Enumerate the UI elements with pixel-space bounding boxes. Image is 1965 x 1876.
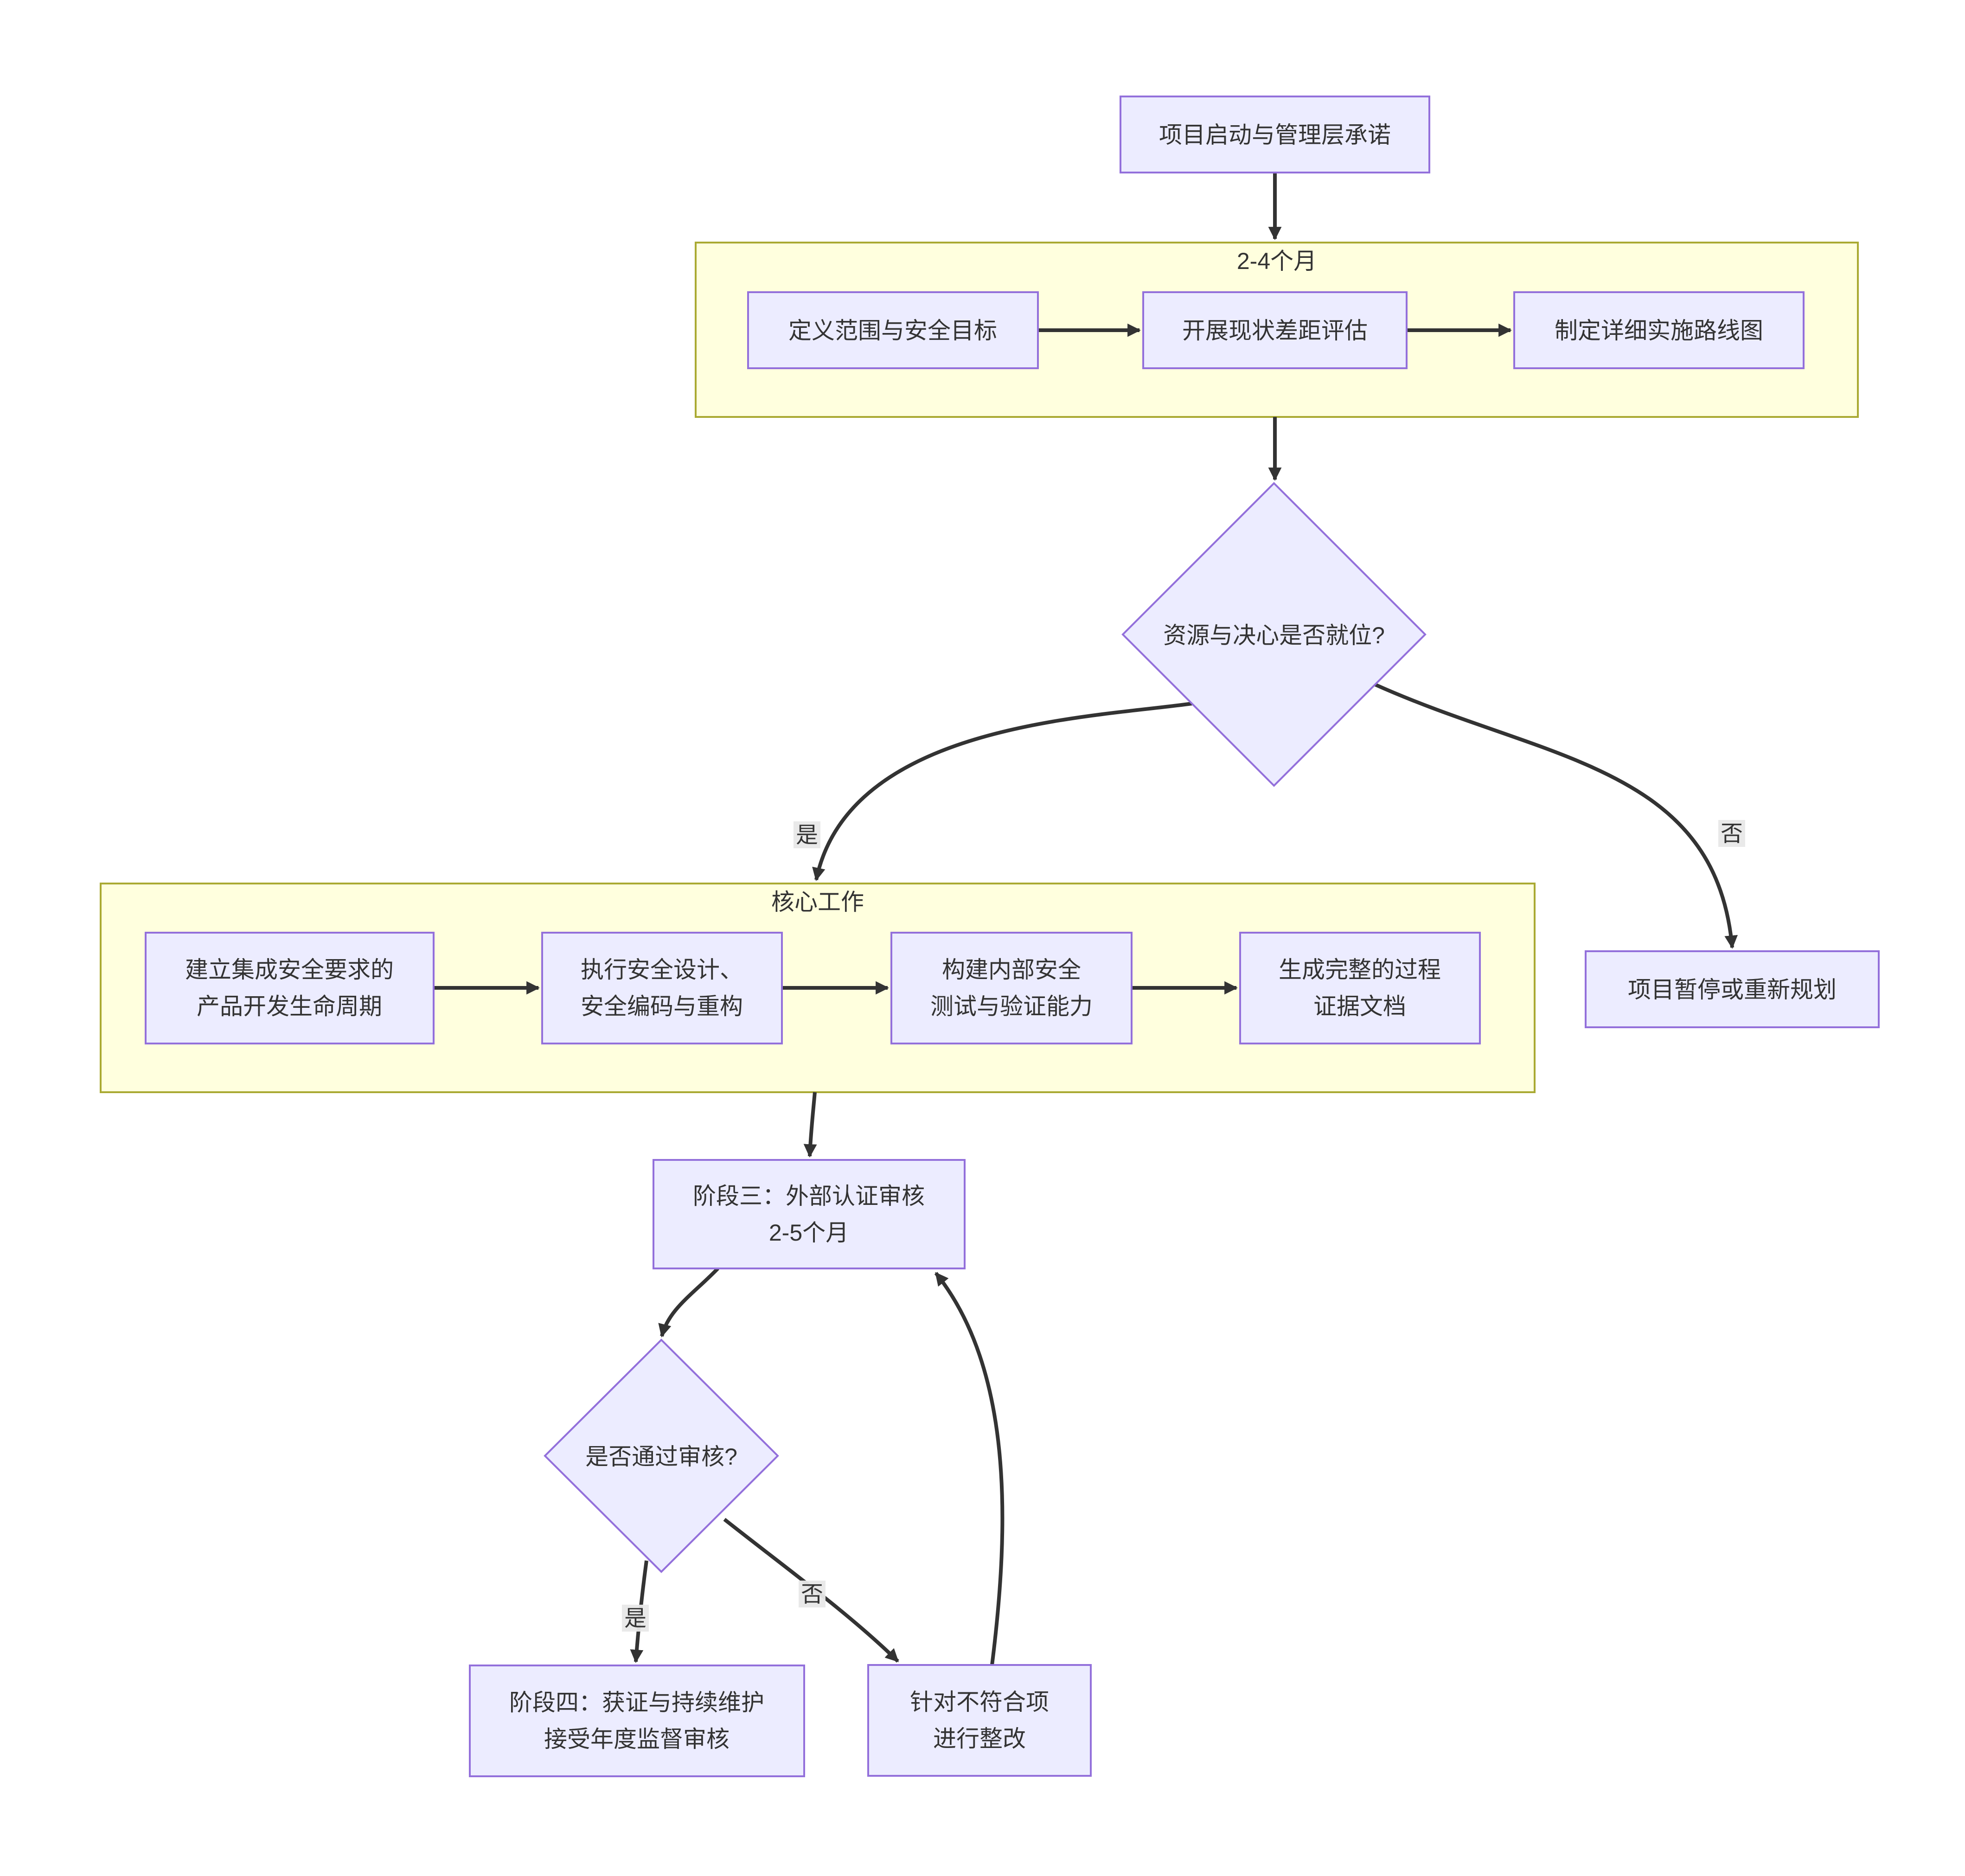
node-project-pause-box — [1585, 950, 1880, 1028]
edge-label-no-1: 否 — [1718, 820, 1745, 847]
edge-label-no-2: 否 — [799, 1581, 826, 1607]
edge-core-to-stage3 — [803, 1092, 817, 1158]
node-gap-assessment-label: 开展现状差距评估 — [1182, 318, 1368, 344]
node-project-pause: 项目暂停或重新规划 — [1585, 950, 1880, 1028]
node-stage3-label-line1: 阶段三：外部认证审核 — [693, 1183, 925, 1209]
node-stage4: 阶段四：获证与持续维护 接受年度监督审核 — [469, 1665, 805, 1777]
node-stage3-box — [653, 1159, 966, 1269]
node-internal-test: 构建内部安全 测试与验证能力 — [890, 932, 1133, 1044]
edge-resources-yes-to-core — [812, 702, 1192, 881]
edge-remediate-to-stage3 — [934, 1272, 1005, 1665]
container-phase1-label: 2-4个月 — [1237, 248, 1317, 274]
edge-label-yes-2: 是 — [622, 1605, 649, 1632]
node-stage4-label-line2: 接受年度监督审核 — [544, 1726, 730, 1752]
node-define-scope-box — [747, 291, 1039, 369]
node-remediate-box — [867, 1664, 1092, 1777]
node-audit-decision-diamond — [544, 1338, 779, 1573]
node-internal-test-box — [890, 932, 1133, 1044]
edge-label-no-1-text: 否 — [1721, 822, 1743, 846]
edge-label-no-2-text: 否 — [801, 1582, 823, 1607]
node-roadmap-label: 制定详细实施路线图 — [1555, 318, 1763, 344]
node-project-start-box — [1120, 96, 1430, 173]
node-stage4-label-line1: 阶段四：获证与持续维护 — [509, 1690, 764, 1716]
node-evidence-docs-label-line1: 生成完整的过程 — [1279, 957, 1441, 983]
node-secure-design-label-line2: 安全编码与重构 — [581, 993, 743, 1019]
node-stage3-label-line2: 2-5个月 — [769, 1220, 849, 1246]
edge-label-no-2-bg — [799, 1581, 826, 1607]
node-stage3: 阶段三：外部认证审核 2-5个月 — [653, 1159, 966, 1269]
node-define-scope: 定义范围与安全目标 — [747, 291, 1039, 369]
node-gap-assessment: 开展现状差距评估 — [1142, 291, 1408, 369]
node-secure-design: 执行安全设计、 安全编码与重构 — [541, 932, 783, 1044]
edge-label-yes-1: 是 — [794, 821, 820, 848]
node-evidence-docs-label-line2: 证据文档 — [1313, 993, 1406, 1019]
container-core-work-label: 核心工作 — [771, 889, 864, 915]
edge-resources-no-to-pause — [1374, 683, 1738, 949]
node-evidence-docs-box — [1239, 932, 1481, 1044]
edge-label-yes-2-text: 是 — [624, 1607, 646, 1631]
node-audit-decision: 是否通过审核? — [544, 1338, 779, 1573]
node-secure-design-box — [541, 932, 783, 1044]
node-remediate-label-line1: 针对不符合项 — [910, 1689, 1049, 1715]
node-evidence-docs: 生成完整的过程 证据文档 — [1239, 932, 1481, 1044]
node-project-start: 项目启动与管理层承诺 — [1120, 96, 1430, 173]
node-define-scope-label: 定义范围与安全目标 — [788, 318, 997, 344]
node-sdl-label-line2: 产品开发生命周期 — [197, 993, 382, 1019]
node-stage4-box — [469, 1665, 805, 1777]
node-resources-decision-diamond — [1121, 482, 1427, 787]
edge-label-yes-1-text: 是 — [796, 823, 818, 848]
edge-stage3-to-audit-decision — [658, 1267, 719, 1338]
node-roadmap-box — [1513, 291, 1805, 369]
node-resources-decision: 资源与决心是否就位? — [1121, 482, 1427, 787]
edge-label-no-1-bg — [1718, 820, 1745, 847]
node-audit-decision-label: 是否通过审核? — [585, 1444, 737, 1470]
node-sdl: 建立集成安全要求的 产品开发生命周期 — [145, 932, 435, 1044]
node-resources-decision-label: 资源与决心是否就位? — [1163, 622, 1385, 648]
edge-label-yes-1-bg — [794, 821, 820, 848]
node-project-pause-label: 项目暂停或重新规划 — [1628, 977, 1837, 1003]
node-roadmap: 制定详细实施路线图 — [1513, 291, 1805, 369]
node-gap-assessment-box — [1142, 291, 1408, 369]
node-internal-test-label-line2: 测试与验证能力 — [930, 993, 1093, 1019]
node-sdl-box — [145, 932, 435, 1044]
node-remediate-label-line2: 进行整改 — [933, 1726, 1026, 1752]
node-secure-design-label-line1: 执行安全设计、 — [581, 957, 743, 983]
node-internal-test-label-line1: 构建内部安全 — [942, 957, 1081, 983]
node-remediate: 针对不符合项 进行整改 — [867, 1664, 1092, 1777]
node-project-start-label: 项目启动与管理层承诺 — [1159, 122, 1391, 148]
edge-label-yes-2-bg — [622, 1605, 649, 1632]
node-sdl-label-line1: 建立集成安全要求的 — [185, 957, 394, 983]
